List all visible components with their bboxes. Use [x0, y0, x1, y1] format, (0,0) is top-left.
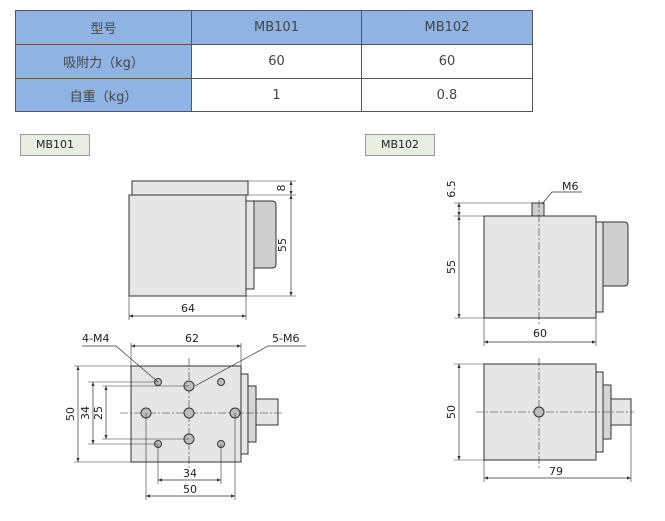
- mb101-dim-25-v: 25: [92, 406, 105, 420]
- mb101-dim-62: 62: [185, 332, 199, 345]
- mb101-switch-knob: [253, 200, 277, 269]
- mb102-dim-50: 50: [445, 405, 458, 419]
- spec-header-row: 型号 MB101 MB102: [15, 10, 533, 45]
- mb101-side-view: [128, 180, 296, 320]
- mb101-dim-34-h: 34: [183, 467, 197, 480]
- m4-hole: [217, 378, 225, 386]
- mb102-side-view: [454, 191, 629, 346]
- cell-force-mb101: 60: [191, 44, 362, 79]
- row-label-force: 吸附力（kg）: [15, 44, 192, 79]
- mb102-callout-m6: M6: [562, 180, 579, 193]
- mb101-dim-50-h: 50: [183, 483, 197, 496]
- row-label-weight: 自重（kg）: [15, 78, 192, 112]
- mb102-dim-height: 55: [445, 260, 458, 274]
- leader-4-m4: [82, 345, 159, 383]
- mb101-dim-50-v: 50: [64, 407, 77, 421]
- m6-hole: [533, 406, 545, 418]
- mb101-flange: [245, 200, 255, 290]
- spec-table: 型号 MB101 MB102 吸附力（kg） 60 60 自重（kg） 1 0.…: [15, 10, 533, 112]
- callout-4-m4: 4-M4: [82, 332, 109, 345]
- spec-row-weight: 自重（kg） 1 0.8: [15, 78, 533, 112]
- cell-force-mb102: 60: [361, 44, 533, 79]
- mb101-tag: MB101: [20, 134, 90, 156]
- callout-5-m6: 5-M6: [272, 332, 299, 345]
- mb102-m6-stud: [531, 202, 545, 217]
- mb102-body: [483, 215, 597, 319]
- mb102-dim-79: 79: [549, 465, 563, 478]
- mb102-top-view: [454, 358, 634, 482]
- mb102-dim-width: 60: [533, 327, 547, 340]
- mb101-dim-width: 64: [181, 302, 195, 315]
- mb101-dim-height: 55: [276, 238, 289, 252]
- leader-5-m6: [194, 345, 306, 387]
- m6-hole: [183, 407, 195, 419]
- mb101-body: [128, 194, 247, 297]
- cell-weight-mb101: 1: [191, 78, 362, 112]
- leader-m6: [541, 191, 582, 205]
- mb101-top-flange: [240, 373, 249, 455]
- header-model: 型号: [15, 10, 192, 45]
- mb102-tag: MB102: [365, 134, 435, 156]
- mb102-switch-knob: [602, 221, 629, 287]
- spec-row-force: 吸附力（kg） 60 60: [15, 44, 533, 79]
- mb101-top-plate: [131, 180, 249, 196]
- mb102-dim-top: 6.5: [445, 180, 458, 198]
- cell-weight-mb102: 0.8: [361, 78, 533, 112]
- mb101-shaft: [255, 398, 279, 426]
- mb101-dim-34-v: 34: [79, 406, 92, 420]
- mb101-dim-top-plate: 8: [275, 185, 288, 192]
- mb102-flange: [595, 221, 604, 313]
- mb101-top-view: [74, 343, 306, 500]
